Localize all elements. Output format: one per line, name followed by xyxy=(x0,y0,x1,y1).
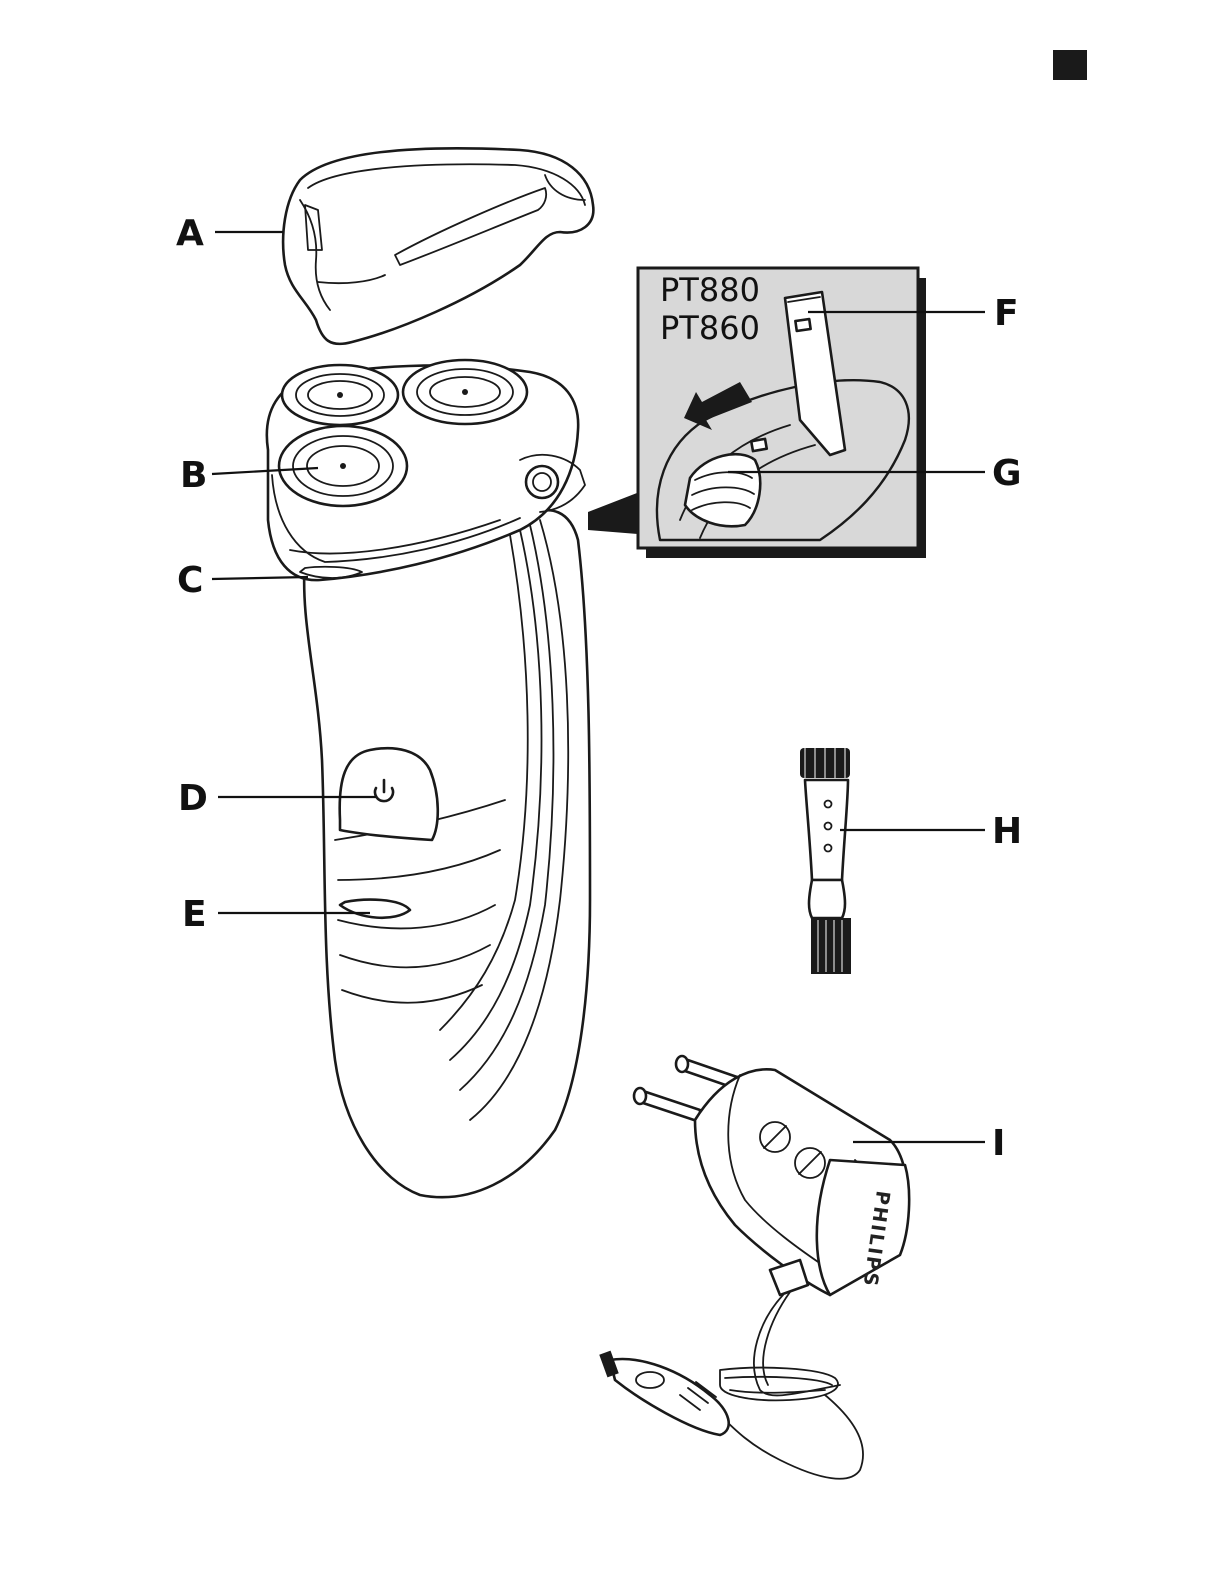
callout-f: F xyxy=(994,293,1019,334)
callout-e: E xyxy=(182,894,207,935)
callout-i: I xyxy=(992,1123,1005,1164)
model-label-pt880: PT880 xyxy=(660,271,760,309)
callout-h: H xyxy=(992,811,1022,852)
page-marker-square xyxy=(1053,50,1087,80)
callout-a: A xyxy=(176,213,204,254)
callout-g: G xyxy=(992,453,1022,494)
power-adapter: PHILIPS xyxy=(599,1056,909,1479)
callout-b: B xyxy=(180,455,207,496)
callout-c: C xyxy=(177,560,203,601)
callout-d: D xyxy=(178,778,208,819)
model-label-pt860: PT860 xyxy=(660,309,760,347)
protection-cap xyxy=(283,148,593,344)
shaver-body xyxy=(267,360,590,1197)
cleaning-brush xyxy=(800,748,851,974)
